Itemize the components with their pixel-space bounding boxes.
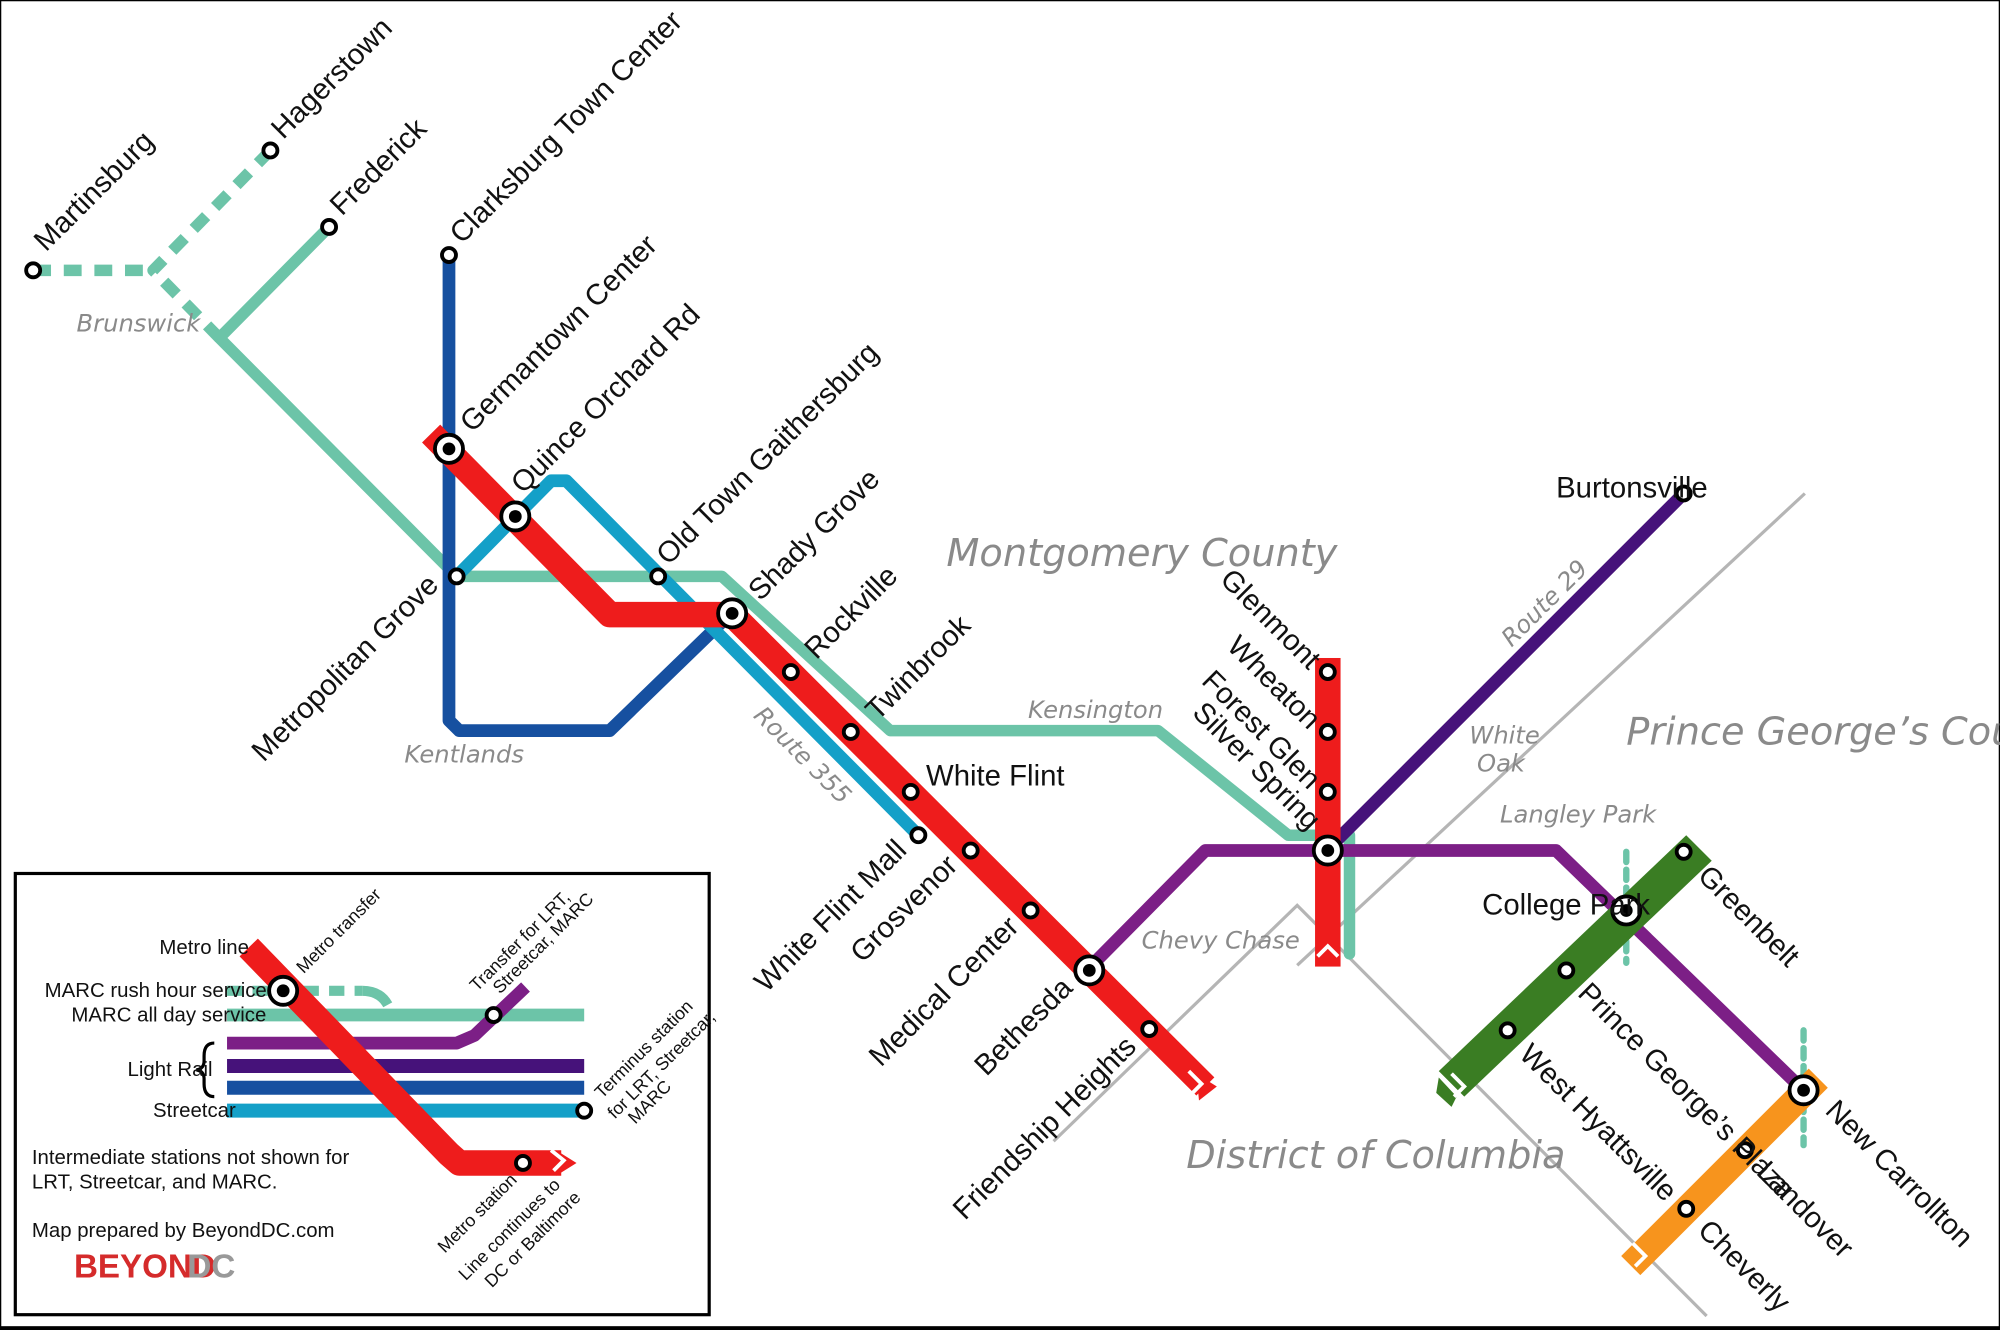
station-shady-grove	[716, 597, 749, 630]
streetcar-line	[450, 474, 925, 842]
label-burtonsville: Burtonsville	[1556, 471, 1708, 504]
label-college-park: College Park	[1482, 888, 1650, 921]
legend-marc-all-day: MARC all day service	[71, 1004, 266, 1026]
station-forest-glen	[1318, 782, 1337, 801]
route29-lrt-line	[1320, 487, 1691, 857]
station-white-flint	[901, 782, 920, 801]
legend-prepared-by: Map prepared by BeyondDC.com	[32, 1220, 335, 1242]
station-germantown	[433, 432, 465, 465]
logo-dc: DC	[188, 1249, 236, 1286]
station-twinbrook	[841, 723, 860, 741]
station-greenbelt	[1674, 842, 1693, 861]
region-dc: District of Columbia	[1186, 1133, 1565, 1178]
transfer-stations[interactable]	[433, 432, 1820, 1107]
station-quince-orchard	[499, 500, 532, 533]
legend-light-rail: Light Rail	[128, 1059, 213, 1081]
navy-lrt-line	[442, 248, 739, 738]
legend: Metro line Metro transfer MARC rush hour…	[13, 871, 719, 1317]
station-old-town	[649, 567, 668, 586]
station-frederick	[320, 218, 339, 236]
note-kensington: Kensington	[1028, 696, 1163, 724]
legend-metro-line: Metro line	[159, 937, 249, 959]
note-brunswick: Brunswick	[77, 310, 202, 338]
station-college-park	[1610, 894, 1643, 927]
note-chevy-chase: Chevy Chase	[1142, 927, 1300, 955]
station-hagerstown	[261, 141, 280, 160]
note-oak: Oak	[1477, 749, 1526, 777]
simple-stations[interactable]	[24, 141, 1754, 1218]
station-friendship-heights	[1140, 1020, 1159, 1038]
station-medical-center	[1021, 901, 1040, 920]
station-bethesda	[1073, 954, 1106, 987]
legend-streetcar: Streetcar	[153, 1100, 236, 1122]
note-white: White	[1469, 721, 1539, 749]
station-glenmont	[1318, 663, 1337, 681]
station-silver-spring	[1311, 834, 1344, 867]
orange-line	[1621, 1068, 1828, 1276]
station-cheverly	[1677, 1199, 1696, 1218]
label-white-flint: White Flint	[926, 760, 1065, 793]
legend-intermediate-1: Intermediate stations not shown for	[32, 1147, 350, 1169]
region-prince-georges: Prince George’s County	[1626, 710, 2000, 755]
station-landover	[1735, 1141, 1754, 1160]
station-prince-georges-plaza	[1557, 961, 1576, 980]
station-clarksburg	[440, 246, 458, 264]
station-white-flint-mall	[909, 826, 928, 845]
region-montgomery: Montgomery County	[946, 531, 1338, 576]
station-grosvenor	[961, 841, 980, 860]
legend-intermediate-2: LRT, Streetcar, and MARC.	[32, 1171, 278, 1193]
legend-marc-rush: MARC rush hour service	[45, 980, 267, 1002]
note-kentlands: Kentlands	[404, 741, 524, 769]
note-langley-park: Langley Park	[1500, 800, 1657, 828]
logo-beyond: BEYOND	[74, 1249, 216, 1286]
station-wheaton	[1318, 723, 1337, 741]
station-new-carrollton	[1787, 1074, 1820, 1107]
purple-lrt-line	[1081, 844, 1810, 1097]
station-rockville	[781, 663, 800, 681]
station-metropolitan-grove	[447, 567, 466, 586]
dc-boundary	[1052, 492, 1806, 1318]
station-west-hyattsville	[1498, 1021, 1517, 1040]
station-martinsburg	[24, 261, 43, 280]
station-burtonsville	[1674, 484, 1693, 503]
